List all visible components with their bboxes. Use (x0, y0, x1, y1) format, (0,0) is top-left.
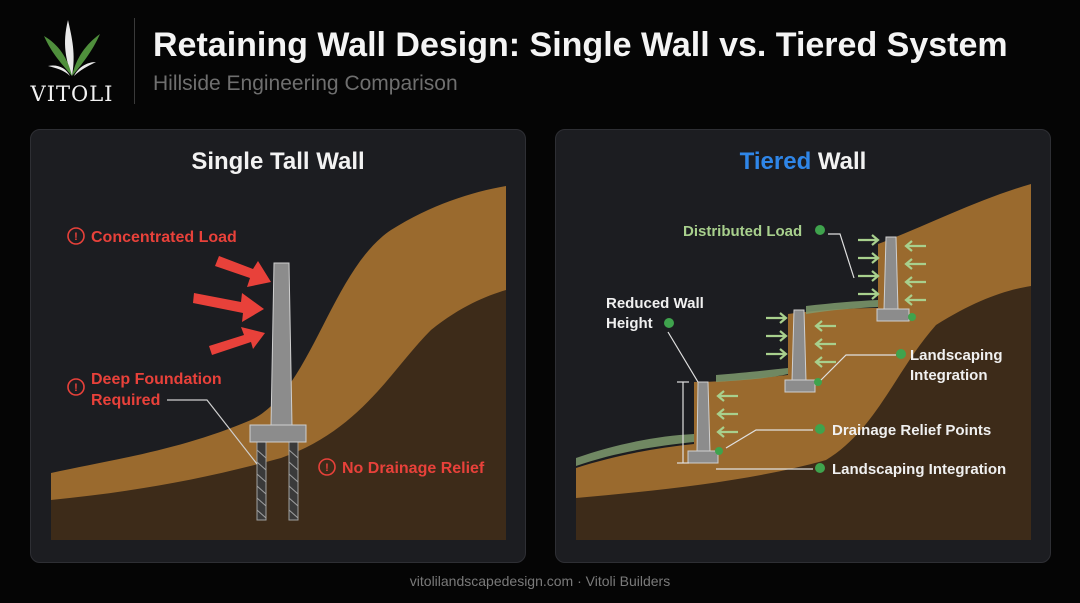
height-dimension (667, 331, 699, 464)
landscaping-integration-text: Landscaping Integration (832, 461, 1006, 478)
single-wall-panel: ! Concentrated Load ! Deep Foundation Re… (30, 129, 526, 563)
leader-lines (716, 233, 896, 470)
reduced-height-text-1: Reduced Wall (606, 295, 704, 312)
tier-wall-1 (687, 381, 719, 464)
tiered-wall-panel: Distributed Load Reduced Wall Height Lan… (555, 129, 1051, 563)
deep-foundation-text-1: Deep Foundation (91, 371, 222, 388)
svg-text:!: ! (325, 462, 329, 474)
lower-soil-layer (51, 290, 506, 540)
grass-strips (576, 300, 878, 466)
landscaping-integration-label-top: Landscaping Integration (896, 347, 1003, 384)
lower-soil-layer (576, 286, 1031, 540)
tiered-word: Tiered (739, 148, 812, 175)
distributed-load-text: Distributed Load (683, 223, 802, 240)
drainage-relief-text: Drainage Relief Points (832, 422, 991, 439)
reduced-height-text-2: Height (606, 315, 653, 332)
deep-foundation-label: ! Deep Foundation Required (67, 371, 258, 465)
deep-foundation-text-2: Required (91, 392, 160, 409)
leaf-logo-icon (44, 20, 100, 76)
tall-wall (249, 262, 307, 443)
single-wall-diagram: ! Concentrated Load ! Deep Foundation Re… (51, 186, 506, 540)
svg-text:!: ! (74, 382, 78, 394)
svg-text:!: ! (74, 231, 78, 243)
brand-name: VITOLI (30, 82, 114, 106)
distributed-load-label: Distributed Load (683, 223, 825, 240)
reduced-height-label: Reduced Wall Height (606, 295, 704, 332)
load-arrows (193, 256, 271, 355)
drainage-points (715, 313, 916, 455)
concentrated-load-label: ! Concentrated Load (67, 227, 237, 246)
drainage-relief-label: Drainage Relief Points (815, 422, 991, 439)
concentrated-load-text: Concentrated Load (91, 229, 237, 246)
logo: VITOLI (22, 14, 122, 109)
landscaping-text-2: Integration (910, 367, 988, 384)
landscaping-text-1: Landscaping (910, 347, 1003, 364)
tiered-wall-title: Tiered Wall (556, 148, 1050, 176)
page-title: Retaining Wall Design: Single Wall vs. T… (153, 26, 1008, 64)
single-wall-title: Single Tall Wall (191, 148, 365, 175)
tier-wall-3 (876, 236, 910, 322)
no-drainage-text: No Drainage Relief (342, 460, 485, 477)
distributed-load-arrows (716, 234, 926, 438)
footer-credit: vitolilandscapedesign.com · Vitoli Build… (409, 573, 671, 589)
tier-wall-2 (784, 309, 816, 393)
header-divider (134, 18, 135, 104)
page-subtitle: Hillside Engineering Comparison (153, 72, 458, 95)
header: VITOLI Retaining Wall Design: Single Wal… (0, 0, 1080, 120)
wall-word: Wall (811, 148, 867, 175)
no-drainage-label: ! No Drainage Relief (318, 458, 485, 477)
tiered-wall-diagram: Distributed Load Reduced Wall Height Lan… (576, 184, 1031, 540)
landscaping-integration-label-bottom: Landscaping Integration (815, 461, 1006, 478)
